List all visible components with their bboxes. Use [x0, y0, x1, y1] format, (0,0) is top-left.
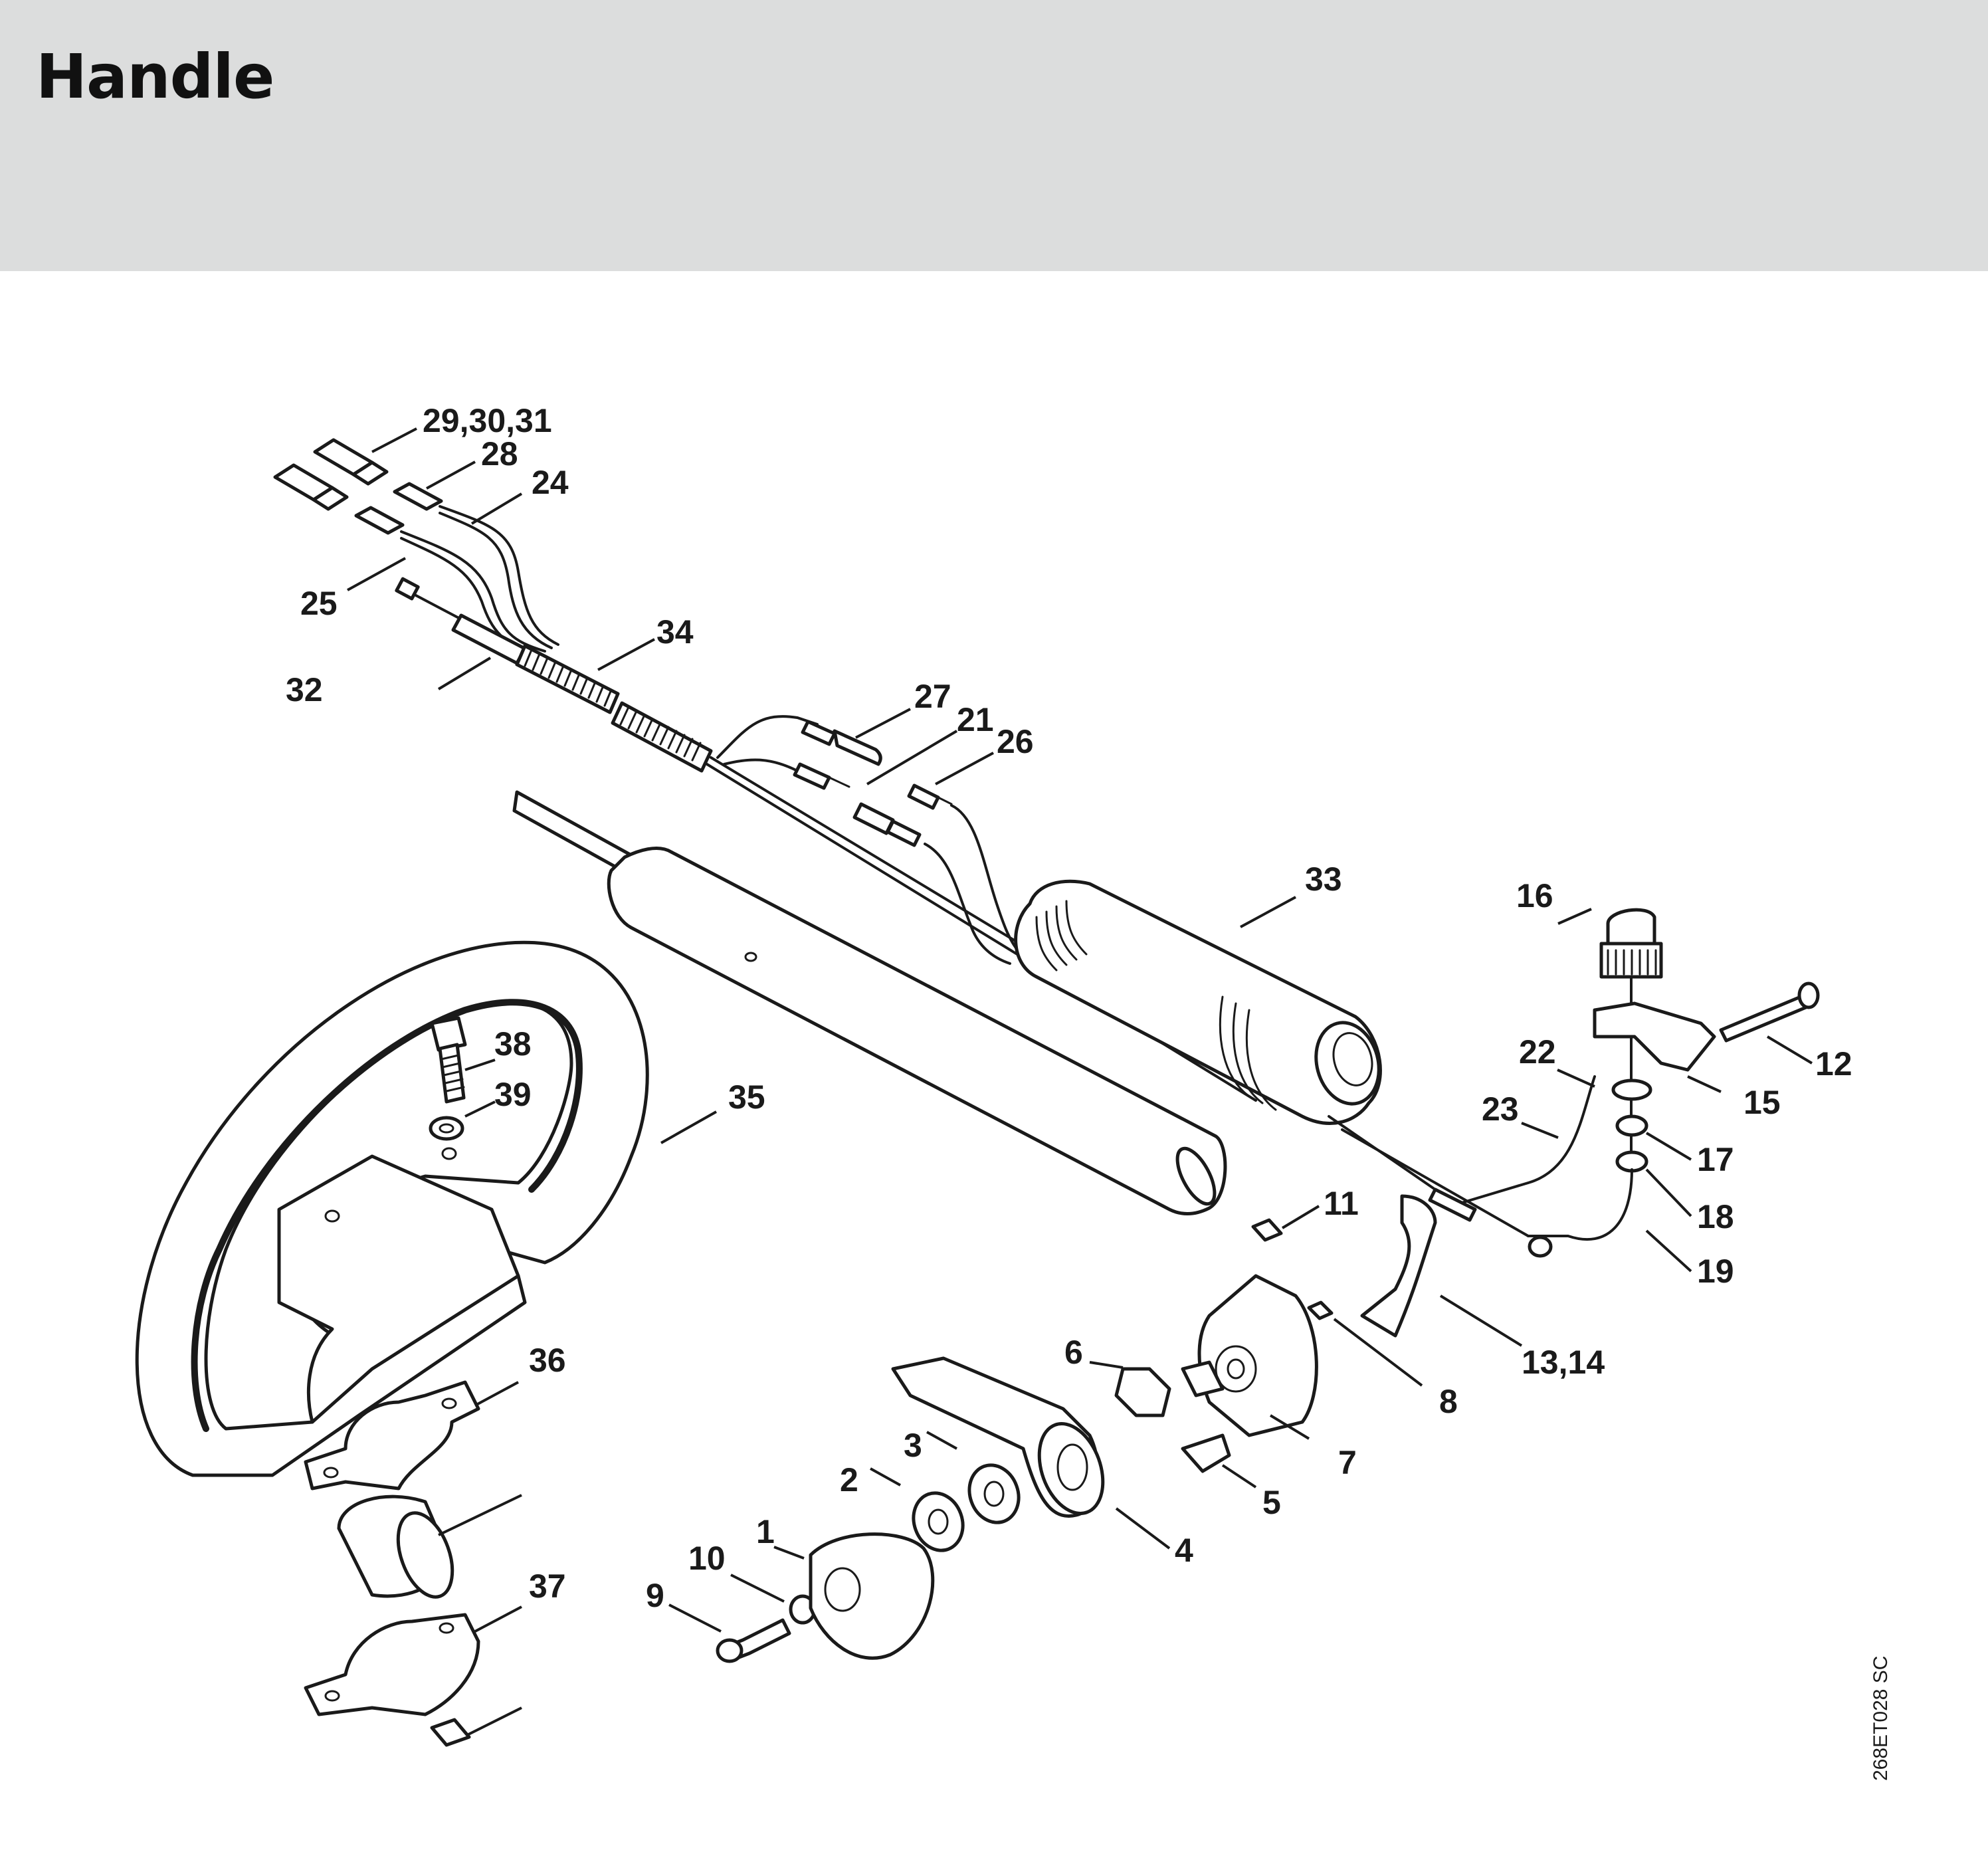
drawing-reference: 268ET028 SC	[1870, 1656, 1892, 1781]
nut-11	[1251, 1218, 1283, 1242]
washer-37	[429, 1116, 464, 1141]
callout-29-30-31: 32	[286, 671, 323, 708]
callout-13-14: 13,14	[1522, 1344, 1605, 1381]
callout-19: 19	[1697, 1253, 1734, 1290]
washer-21	[1611, 1079, 1652, 1101]
clamp-35-lower	[304, 1613, 480, 1716]
header-band: Handle	[0, 0, 1988, 271]
callout-8: 8	[1439, 1383, 1458, 1420]
callout-25: 26	[997, 723, 1034, 760]
callout-32: 33	[1305, 861, 1342, 898]
connector-26	[801, 720, 882, 766]
page-title: Handle	[36, 41, 274, 112]
callout-21: 22	[1519, 1033, 1556, 1071]
grip-handle-32	[1014, 879, 1382, 1125]
callout-12: 12	[1815, 1045, 1852, 1082]
callout-4: 4	[1175, 1532, 1193, 1569]
drive-shaft-tube	[512, 790, 1227, 1216]
spring-13-14	[1360, 1194, 1437, 1338]
nut-38	[430, 1718, 471, 1747]
callout-10: 10	[688, 1540, 726, 1577]
callout-17: 17	[1697, 1141, 1734, 1178]
lug-24	[354, 506, 405, 535]
connector-25	[907, 783, 953, 810]
callout-18: 18	[1697, 1198, 1734, 1235]
wire-19	[1527, 1168, 1633, 1241]
callout-11: 11	[1324, 1185, 1359, 1222]
connector-20	[793, 762, 922, 847]
leader-lines	[347, 427, 1813, 1736]
callout-28: 29,30,31	[423, 402, 552, 439]
callout-23: 24	[532, 464, 569, 501]
lug-27	[393, 482, 443, 511]
screw-12	[1719, 995, 1808, 1043]
lever-5	[1181, 1433, 1231, 1473]
spring-6	[1114, 1367, 1171, 1417]
callout-5: 5	[1262, 1484, 1281, 1521]
callout-37: 39	[494, 1076, 532, 1113]
sleeve-39	[337, 1494, 454, 1599]
nut-8	[1307, 1300, 1334, 1320]
callout-27: 28	[481, 435, 518, 472]
bracket-15	[1593, 1001, 1716, 1072]
callout-34: 35	[728, 1079, 765, 1116]
screw-36	[430, 1016, 467, 1104]
housing-7	[1181, 1274, 1318, 1437]
callout-35-upper: 36	[529, 1342, 566, 1379]
callout-3: 3	[904, 1427, 922, 1464]
clamp-35-upper	[304, 1380, 480, 1490]
callout-2: 2	[840, 1461, 858, 1498]
loop-handle-34	[135, 940, 649, 1477]
callout-9: 9	[646, 1577, 664, 1614]
callout-22: 23	[1482, 1090, 1519, 1128]
callout-33: 34	[656, 613, 694, 651]
callout-20: 21	[957, 701, 994, 738]
callout-36: 38	[494, 1025, 532, 1063]
cover-1	[809, 1532, 935, 1660]
callout-16: 16	[1516, 877, 1553, 914]
throttle-trigger-4	[891, 1356, 1105, 1518]
callout-26: 27	[914, 678, 951, 715]
washer-3	[967, 1463, 1021, 1524]
washer-17	[1615, 1114, 1648, 1137]
callout-6: 6	[1064, 1334, 1083, 1371]
wire-22	[1460, 1075, 1596, 1204]
callout-numbers: 29,30,31 28 24 25 32 34 27 21 26 33 16 1…	[286, 402, 1852, 1614]
nut-18	[1615, 1150, 1648, 1173]
callout-15: 15	[1743, 1084, 1781, 1121]
callout-35-lower: 37	[529, 1568, 566, 1605]
connector-28	[273, 438, 389, 511]
spring-sleeve-33	[515, 644, 713, 773]
wiring-harness	[273, 438, 1264, 1102]
callout-7: 7	[1338, 1444, 1357, 1481]
callout-1: 1	[756, 1513, 775, 1550]
callout-24: 25	[300, 585, 338, 622]
washer-2	[912, 1491, 965, 1552]
